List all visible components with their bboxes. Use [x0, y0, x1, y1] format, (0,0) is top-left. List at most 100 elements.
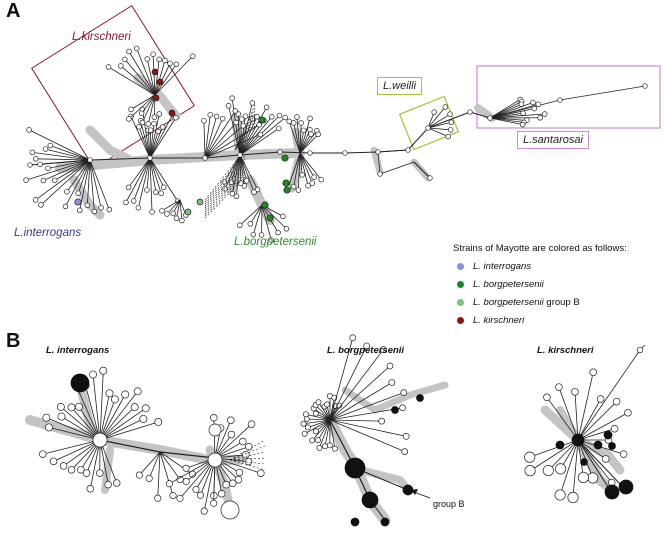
node [601, 455, 610, 463]
node [207, 452, 223, 468]
edge [413, 161, 431, 179]
edge [299, 152, 313, 184]
edge [60, 406, 101, 441]
edge [159, 451, 174, 496]
edge [329, 337, 354, 421]
node [57, 412, 66, 421]
edge [293, 152, 301, 187]
legend-item-borgpetersenii: L. borgpetersenii [457, 279, 544, 290]
node [610, 424, 619, 433]
node [344, 457, 366, 479]
node [182, 464, 190, 472]
legend-item-kirschneri: L. kirschneri [457, 315, 524, 326]
node [245, 443, 253, 451]
edge [204, 118, 224, 159]
edge [214, 423, 252, 459]
edge [329, 365, 391, 421]
edge [128, 157, 151, 188]
edge [329, 345, 368, 421]
edge [204, 134, 261, 159]
node [309, 437, 316, 444]
edge [149, 130, 152, 159]
node [138, 110, 145, 117]
node [290, 120, 297, 126]
node [151, 68, 159, 76]
edge [40, 159, 91, 206]
node [604, 484, 620, 500]
edge [229, 451, 266, 461]
node [571, 388, 579, 396]
node [91, 208, 98, 215]
node [283, 186, 291, 194]
node [349, 334, 357, 342]
node [555, 463, 567, 475]
edge [559, 85, 646, 101]
edge [296, 116, 301, 154]
edge [28, 129, 91, 161]
node [266, 214, 274, 222]
node [258, 116, 266, 124]
node [162, 57, 168, 64]
node [427, 175, 433, 181]
node [589, 368, 597, 377]
node [283, 226, 290, 232]
edge [307, 419, 331, 428]
edge [239, 154, 255, 193]
edge [46, 417, 101, 441]
edge [154, 64, 177, 96]
node [312, 428, 319, 435]
node [222, 480, 230, 489]
edge [214, 457, 261, 474]
node [416, 394, 424, 402]
edge [120, 65, 156, 96]
node [49, 457, 58, 466]
node [238, 116, 245, 122]
edge [329, 349, 384, 421]
edge [317, 419, 331, 441]
edge [304, 419, 331, 435]
node [169, 492, 177, 500]
edge [128, 94, 156, 120]
node [86, 485, 95, 493]
edge [407, 127, 429, 151]
node [307, 115, 313, 122]
node [557, 97, 563, 103]
edge [239, 154, 245, 186]
node [64, 188, 70, 195]
node [227, 430, 236, 439]
group-b-arrow [413, 491, 431, 499]
edge [77, 159, 91, 194]
edge [47, 159, 91, 169]
node [75, 402, 83, 411]
node [139, 119, 146, 126]
edge [204, 152, 246, 203]
edge [99, 393, 110, 441]
edge [179, 457, 216, 499]
halo [370, 146, 384, 176]
node [275, 229, 281, 236]
node [401, 448, 409, 455]
node [487, 115, 493, 121]
node [23, 177, 29, 183]
legend-name: L. borgpetersenii [473, 279, 544, 290]
edge [427, 106, 446, 129]
node [593, 440, 603, 450]
node [104, 480, 112, 489]
node [244, 457, 253, 466]
node [350, 517, 360, 527]
node [87, 157, 93, 163]
edge [293, 122, 301, 154]
node [300, 420, 307, 427]
edge [231, 154, 241, 194]
edge [149, 131, 159, 159]
node [149, 209, 155, 215]
node [269, 114, 275, 120]
edge [204, 173, 246, 217]
node [299, 172, 305, 178]
edge [329, 419, 405, 452]
node [235, 468, 244, 477]
edge [66, 159, 91, 192]
edge [261, 204, 272, 241]
legend-name: L. borgpetersenii [473, 297, 544, 308]
edge [239, 128, 280, 156]
